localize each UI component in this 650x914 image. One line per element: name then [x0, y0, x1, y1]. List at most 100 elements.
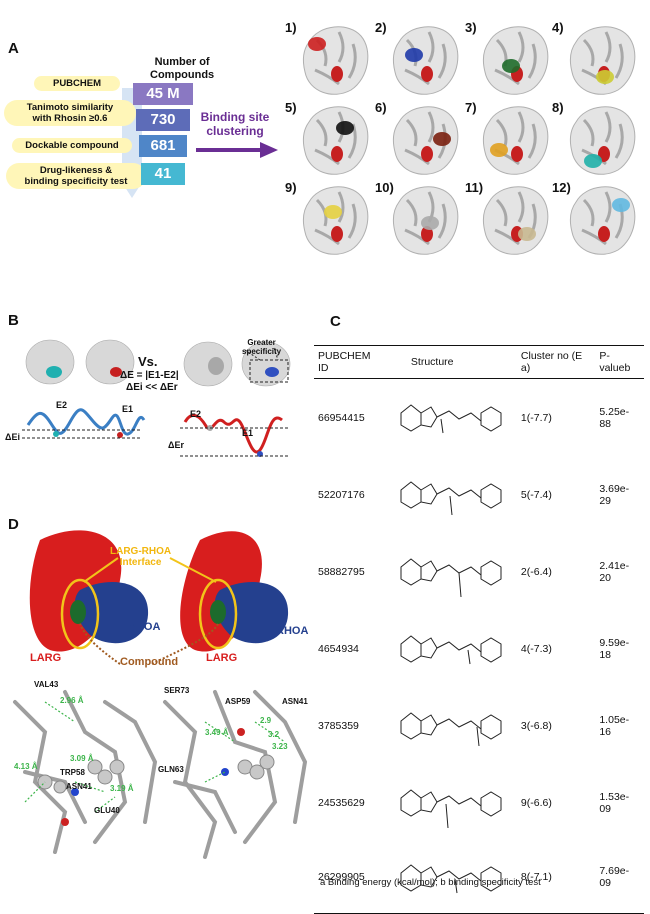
cluster-protein-6	[392, 106, 459, 175]
cluster-protein-12	[569, 186, 636, 255]
cluster-label-1: 1)	[285, 20, 297, 35]
molecule-structure	[400, 789, 502, 829]
cluster-label-5: 5)	[285, 100, 297, 115]
cluster-label-9: 9)	[285, 180, 297, 195]
cluster-label-6: 6)	[375, 100, 387, 115]
pubchem-id: 3785359	[318, 719, 359, 732]
cluster-label-10: 10)	[375, 180, 394, 195]
molecule-structure	[400, 404, 502, 434]
compound-count-header: Number of Compounds	[150, 56, 215, 81]
larg-left-label: LARG	[30, 652, 62, 664]
header-cluster: Cluster no (E a)	[516, 345, 596, 379]
residue-right-label: SER73	[164, 686, 190, 695]
distance-right-label: 3.2	[268, 730, 280, 739]
header-pubchem-id: PUBCHEM ID	[314, 345, 387, 379]
step-pubchem-label: PUBCHEM	[34, 76, 120, 91]
delta-e-inequality: ΔEi << ΔEr	[126, 382, 178, 393]
delta-er-label: ΔEr	[168, 440, 184, 450]
pubchem-id: 66954415	[318, 411, 365, 424]
p-value: 1.05e-16	[599, 713, 630, 738]
cluster-label-3: 3)	[465, 20, 477, 35]
header-structure: Structure	[386, 345, 517, 379]
cluster-label-4: 4)	[552, 20, 564, 35]
distance-left-label: 3.09 Å	[70, 754, 94, 763]
larg-right-label: LARG	[206, 652, 238, 664]
structure-cell	[387, 687, 517, 764]
cluster-protein-8	[569, 106, 636, 175]
cluster-energy: 4(-7.3)	[520, 642, 552, 655]
compound-table: PUBCHEM ID Structure Cluster no (E a) P-…	[314, 345, 644, 914]
pubchem-id: 52207176	[318, 488, 365, 501]
larg-rhoa-structures	[29, 530, 289, 665]
residue-right-label: GLN63	[158, 765, 184, 774]
residue-right-label: ASP59	[225, 697, 251, 706]
cluster-energy: 2(-6.4)	[520, 565, 552, 578]
molecule-structure	[400, 863, 502, 893]
cluster-protein-3	[482, 26, 549, 95]
residue-left-label: TRP58	[60, 768, 85, 777]
step-druglike-label: Drug-likeness & binding specificity test	[6, 163, 146, 189]
e2-right-label: E2	[190, 409, 202, 419]
delta-e-formula: ΔE = |E1-E2|	[120, 370, 179, 381]
cluster-protein-10	[392, 186, 459, 255]
panel-b-proteins	[22, 339, 291, 457]
header-pvalue: P-valueb	[595, 345, 644, 379]
distance-left-label: 2.96 Å	[60, 696, 84, 705]
cluster-label-8: 8)	[552, 100, 564, 115]
count-box-pubchem: 45 M	[133, 83, 193, 105]
molecule-structure	[400, 558, 502, 598]
molecule-structure	[400, 481, 502, 516]
cluster-protein-1	[302, 26, 369, 95]
cluster-protein-7	[482, 106, 549, 175]
compound-label: Compound	[120, 656, 179, 668]
cluster-label-7: 7)	[465, 100, 477, 115]
cluster-energy: 5(-7.4)	[520, 488, 552, 501]
panel-c-letter: C	[330, 313, 341, 330]
cluster-label-2: 2)	[375, 20, 387, 35]
cluster-protein-11	[482, 186, 549, 255]
e2-left-label: E2	[56, 400, 68, 410]
p-value: 7.69e-09	[595, 841, 644, 914]
distance-left-label: 3.19 Å	[110, 784, 134, 793]
residue-left-label: VAL43	[34, 680, 59, 689]
structure-cell	[387, 533, 517, 610]
step-dockable-label: Dockable compound	[12, 138, 132, 153]
distance-right-label: 3.49 Å	[205, 728, 229, 737]
structure-cell	[387, 610, 517, 687]
e1-right-label: E1	[242, 428, 254, 438]
e1-left-label: E1	[122, 404, 134, 414]
count-box-tanimoto: 730	[136, 109, 190, 131]
interface-label: LARG-RHOA Interface	[110, 546, 172, 568]
table-header-row: PUBCHEM ID Structure Cluster no (E a) P-…	[314, 345, 644, 379]
cluster-protein-4	[569, 26, 636, 95]
cluster-protein-9	[302, 186, 369, 255]
rhoa-right-label: RHOA	[276, 625, 309, 637]
panel-a-letter: A	[8, 40, 19, 57]
rhoa-left-label: RHOA	[128, 621, 161, 633]
p-value: 3.69e-29	[599, 482, 630, 507]
distance-left-label: 4.13 Å	[14, 762, 38, 771]
step-tanimoto-label: Tanimoto similarity with Rhosin ≥0.6	[4, 100, 136, 126]
pubchem-id: 58882795	[318, 565, 365, 578]
pubchem-id: 24535629	[318, 796, 365, 809]
cluster-energy: 3(-6.8)	[520, 719, 552, 732]
cluster-energy: 9(-6.6)	[520, 796, 552, 809]
structure-cell	[387, 764, 517, 841]
table-footnote: a Binding energy (kcal/mol); b binding s…	[320, 877, 541, 888]
pubchem-id: 4654934	[318, 642, 359, 655]
panel-b-letter: B	[8, 312, 19, 329]
structure-cell	[387, 379, 517, 457]
interaction-closeups	[13, 690, 308, 859]
clustering-arrow	[196, 140, 278, 165]
cluster-protein-5	[302, 106, 369, 175]
count-box-dockable: 681	[139, 135, 187, 157]
table-row: 52207176 5(-7.4) 3.69e-29	[314, 456, 644, 533]
count-box-druglike: 41	[141, 163, 185, 185]
cluster-energy: 1(-7.7)	[520, 411, 552, 424]
distance-right-label: 2.9	[260, 716, 272, 725]
molecule-structure	[400, 635, 502, 665]
delta-ei-label: ΔEi	[5, 432, 20, 442]
